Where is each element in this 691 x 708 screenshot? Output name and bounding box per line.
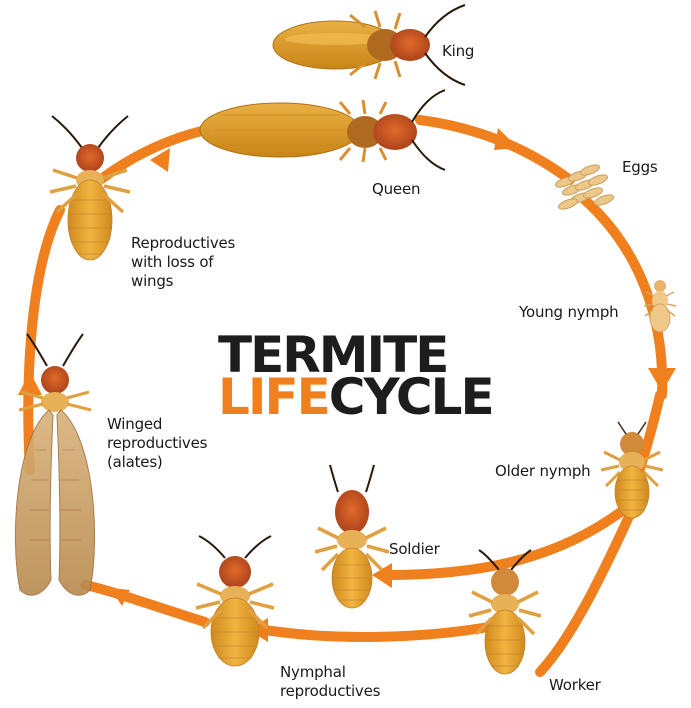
soldier-termite bbox=[315, 465, 389, 608]
label-winged-reproductives: Winged reproductives (alates) bbox=[107, 415, 207, 472]
label-line: wings bbox=[131, 272, 235, 291]
label-line: Winged bbox=[107, 415, 207, 434]
label-worker: Worker bbox=[549, 676, 601, 695]
title-accent: LIFE bbox=[218, 368, 329, 426]
dealate-termite bbox=[50, 116, 130, 260]
label-older-nymph: Older nymph bbox=[495, 462, 590, 481]
label-reproductives-loss-wings: Reproductives with loss of wings bbox=[131, 234, 235, 291]
queen-termite bbox=[200, 90, 445, 170]
label-line: reproductives bbox=[280, 682, 380, 701]
label-queen: Queen bbox=[372, 180, 420, 199]
label-line: (alates) bbox=[107, 453, 207, 472]
label-line: with loss of bbox=[131, 253, 235, 272]
label-eggs: Eggs bbox=[622, 158, 658, 177]
arrowhead-to-soldier bbox=[372, 563, 392, 588]
title-line-2: LIFECYCLE bbox=[218, 372, 548, 422]
arrowhead-queen-right bbox=[494, 128, 518, 150]
nymphal-reproductive-termite bbox=[196, 536, 274, 666]
label-young-nymph: Young nymph bbox=[519, 303, 618, 322]
title-rest: CYCLE bbox=[329, 368, 493, 426]
label-line: Nymphal bbox=[280, 663, 380, 682]
label-line: Reproductives bbox=[131, 234, 235, 253]
arrow-eggs-to-nymph bbox=[585, 200, 662, 395]
arrow-worker-to-nymphal bbox=[265, 625, 500, 637]
arrowhead-right-top bbox=[648, 368, 676, 392]
king-termite bbox=[273, 5, 465, 85]
label-line: reproductives bbox=[107, 434, 207, 453]
label-nymphal-reproductives: Nymphal reproductives bbox=[280, 663, 380, 701]
label-soldier: Soldier bbox=[389, 540, 440, 559]
arrow-nymphal-to-alates bbox=[85, 585, 205, 622]
label-king: King bbox=[442, 42, 474, 61]
arrow-queen-to-eggs bbox=[420, 120, 570, 180]
